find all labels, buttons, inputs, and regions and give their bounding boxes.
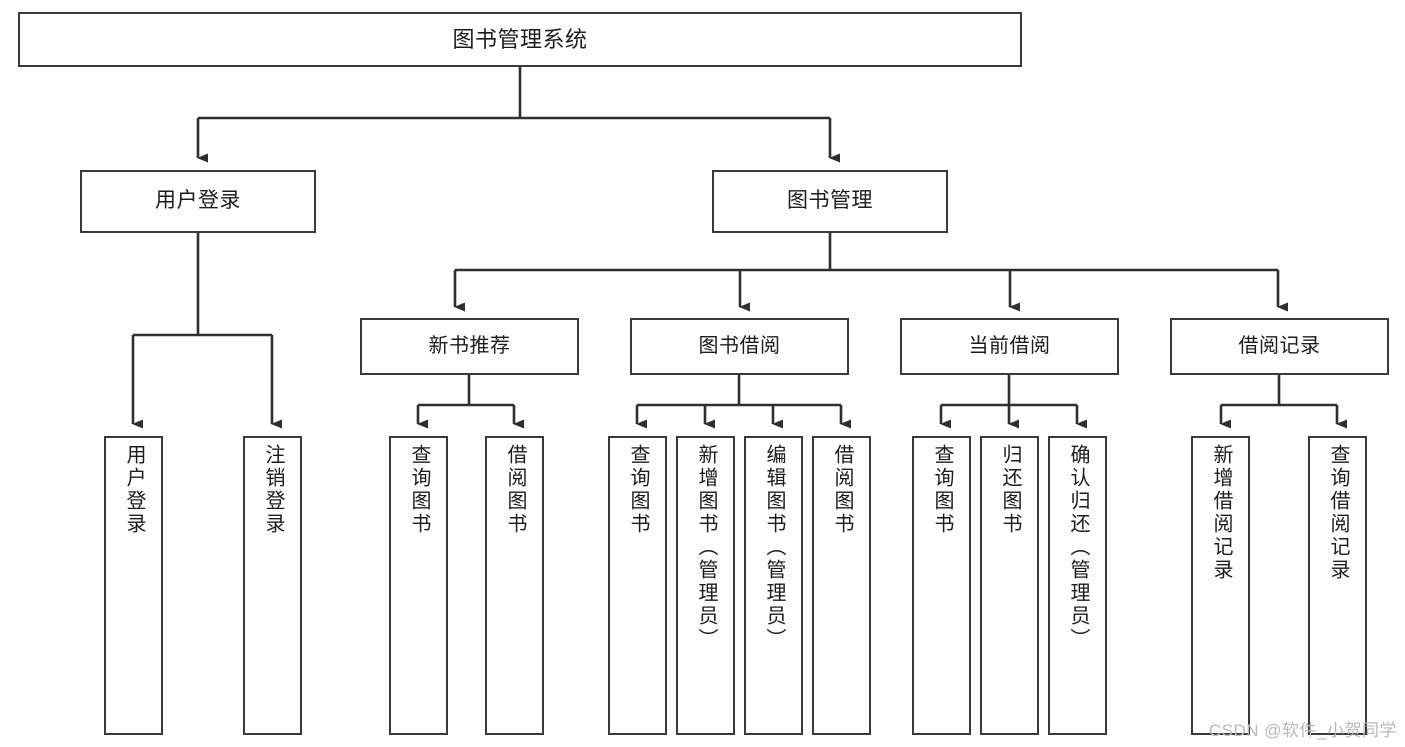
node-label: 归还图书 — [999, 444, 1021, 536]
node-label: 新增借阅记录 — [1210, 444, 1232, 582]
leaf-user-login-login[interactable]: 用户登录 — [104, 436, 163, 735]
leaf-borrow-add-book-admin[interactable]: 新增图书（管理员） — [676, 436, 735, 735]
leaf-current-return-book[interactable]: 归还图书 — [980, 436, 1039, 735]
node-user-login[interactable]: 用户登录 — [80, 170, 316, 233]
node-label: 图书管理系统 — [452, 26, 588, 52]
leaf-user-login-logout[interactable]: 注销登录 — [243, 436, 302, 735]
leaf-current-confirm-return-admin[interactable]: 确认归还（管理员） — [1048, 436, 1107, 735]
node-label: 用户登录 — [123, 444, 145, 536]
node-label: 借阅图书 — [504, 444, 526, 536]
node-label: 查询图书 — [627, 444, 649, 536]
leaf-current-query-book[interactable]: 查询图书 — [912, 436, 971, 735]
leaf-borrow-borrow-book[interactable]: 借阅图书 — [812, 436, 871, 735]
node-label: 编辑图书（管理员） — [763, 444, 785, 651]
node-label: 新增图书（管理员） — [695, 444, 717, 651]
node-label: 确认归还（管理员） — [1067, 444, 1089, 651]
node-book-borrow[interactable]: 图书借阅 — [630, 318, 849, 375]
node-label: 用户登录 — [155, 189, 241, 213]
node-label: 查询借阅记录 — [1327, 444, 1349, 582]
leaf-record-query-record[interactable]: 查询借阅记录 — [1308, 436, 1367, 735]
node-current-borrow[interactable]: 当前借阅 — [900, 318, 1119, 375]
node-label: 新书推荐 — [428, 334, 511, 357]
leaf-new-book-query[interactable]: 查询图书 — [389, 436, 448, 735]
node-new-book-recommend[interactable]: 新书推荐 — [360, 318, 579, 375]
node-root-system[interactable]: 图书管理系统 — [18, 12, 1022, 67]
node-label: 借阅记录 — [1238, 334, 1321, 357]
node-label: 借阅图书 — [831, 444, 853, 536]
leaf-borrow-query-book[interactable]: 查询图书 — [608, 436, 667, 735]
node-label: 图书借阅 — [698, 334, 781, 357]
node-label: 查询图书 — [931, 444, 953, 536]
node-borrow-record[interactable]: 借阅记录 — [1170, 318, 1389, 375]
node-label: 注销登录 — [262, 444, 284, 536]
csdn-watermark: CSDN @软件_小贺同学 — [1208, 721, 1397, 740]
node-book-management[interactable]: 图书管理 — [712, 170, 948, 233]
node-label: 查询图书 — [408, 444, 430, 536]
node-label: 当前借阅 — [968, 334, 1051, 357]
leaf-new-book-borrow[interactable]: 借阅图书 — [485, 436, 544, 735]
leaf-borrow-edit-book-admin[interactable]: 编辑图书（管理员） — [744, 436, 803, 735]
leaf-record-add-record[interactable]: 新增借阅记录 — [1191, 436, 1250, 735]
node-label: 图书管理 — [787, 189, 873, 213]
